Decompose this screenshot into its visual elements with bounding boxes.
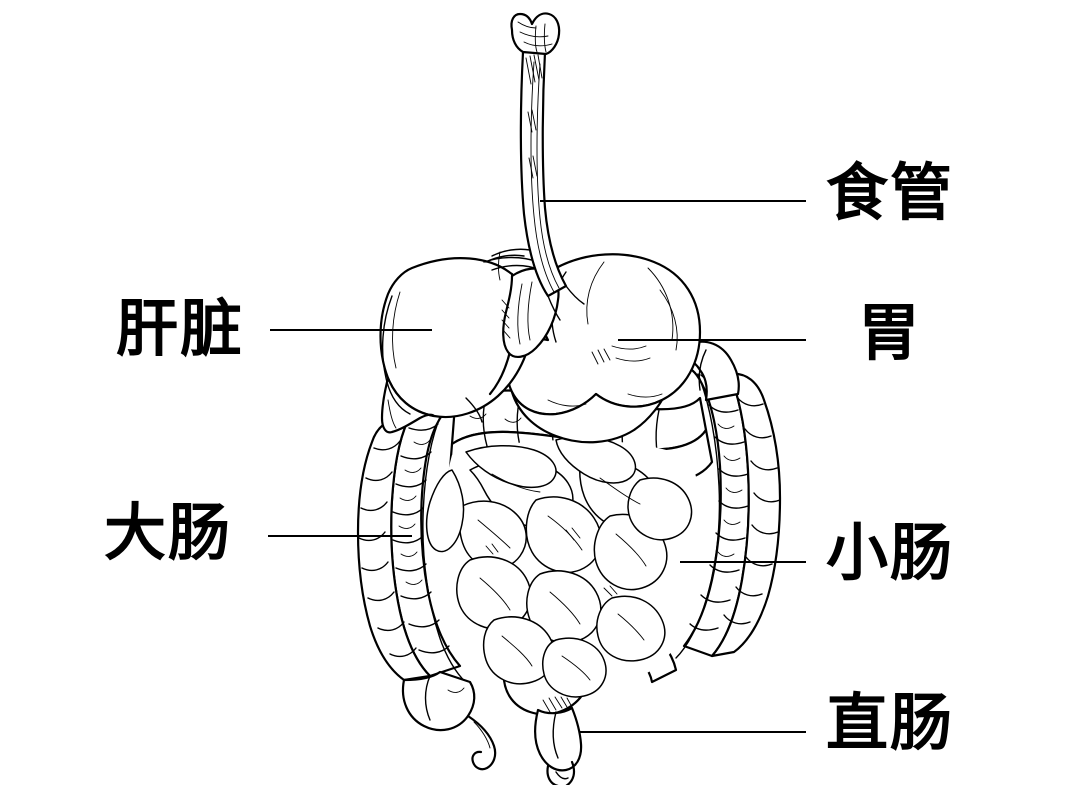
pharynx bbox=[510, 12, 561, 56]
colon-right-outer-band bbox=[710, 372, 782, 658]
label-esophagus: 食管 bbox=[826, 156, 955, 229]
label-liver: 肝脏 bbox=[116, 292, 245, 365]
small-intestine-group bbox=[425, 435, 705, 698]
upper-connective-tissue bbox=[485, 248, 531, 281]
liver bbox=[379, 256, 560, 434]
leader-lines bbox=[268, 200, 806, 733]
label-small-intestine: 小肠 bbox=[826, 516, 955, 589]
label-large-intestine: 大肠 bbox=[104, 496, 233, 569]
colon-left-outer-band bbox=[356, 417, 432, 682]
esophagus bbox=[510, 12, 585, 321]
label-rectum: 直肠 bbox=[826, 686, 955, 759]
cecum-and-appendix bbox=[401, 670, 497, 771]
label-stomach: 胃 bbox=[858, 296, 923, 369]
